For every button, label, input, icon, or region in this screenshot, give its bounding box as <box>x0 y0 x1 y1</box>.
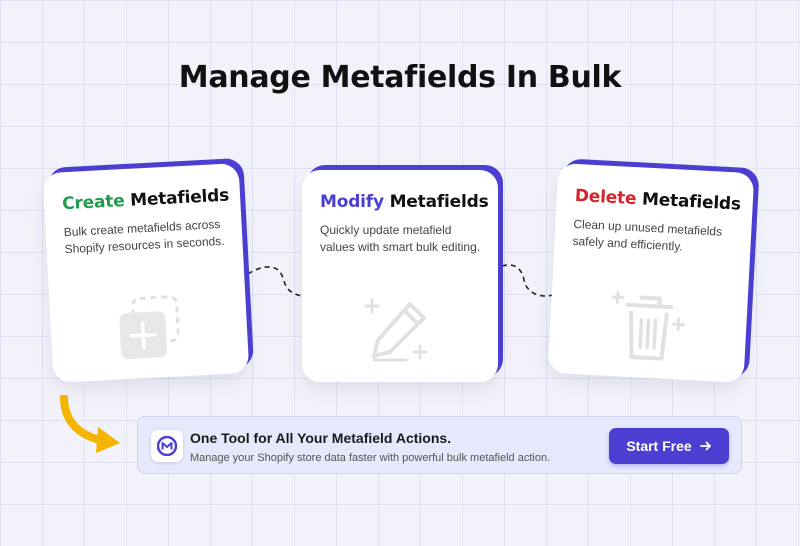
modify-word: Modify <box>320 192 384 212</box>
create-card-title-rest: Metafields <box>124 185 230 212</box>
arrow-right-icon <box>699 441 711 451</box>
start-free-button[interactable]: Start Free <box>609 428 729 464</box>
dashed-connector-right <box>501 264 557 297</box>
delete-word: Delete <box>574 185 637 210</box>
modify-card: Modify Metafields Quickly update metafie… <box>302 170 498 382</box>
modify-card-title-rest: Metafields <box>383 192 489 212</box>
delete-card: Delete Metafields Clean up unused metafi… <box>547 163 755 383</box>
create-word: Create <box>61 191 126 215</box>
curved-arrow-icon <box>60 395 120 453</box>
add-square-icon <box>119 295 180 360</box>
delete-card-title: Delete Metafields <box>574 185 741 215</box>
page-title: Manage Metafields In Bulk <box>178 60 622 95</box>
modify-card-description: Quickly update metafield values with sma… <box>320 223 481 254</box>
create-card-title: Create Metafields <box>61 186 230 215</box>
banner-subtitle: Manage your Shopify store data faster wi… <box>190 452 551 464</box>
trash-icon <box>611 290 685 361</box>
pencil-icon <box>364 298 428 362</box>
banner-title: One Tool for All Your Metafield Actions. <box>190 430 452 446</box>
create-card: Create Metafields Bulk create metafields… <box>42 163 250 383</box>
logo-icon <box>157 436 177 456</box>
start-free-label: Start Free <box>626 438 692 454</box>
promo-banner: One Tool for All Your Metafield Actions.… <box>137 416 742 474</box>
dashed-connector-left <box>247 266 303 297</box>
delete-card-description: Clean up unused metafields safely and ef… <box>572 216 723 254</box>
create-card-description: Bulk create metafields across Shopify re… <box>63 217 225 257</box>
delete-card-title-rest: Metafields <box>635 189 742 215</box>
app-logo <box>151 430 183 462</box>
modify-card-title: Modify Metafields <box>320 192 489 212</box>
